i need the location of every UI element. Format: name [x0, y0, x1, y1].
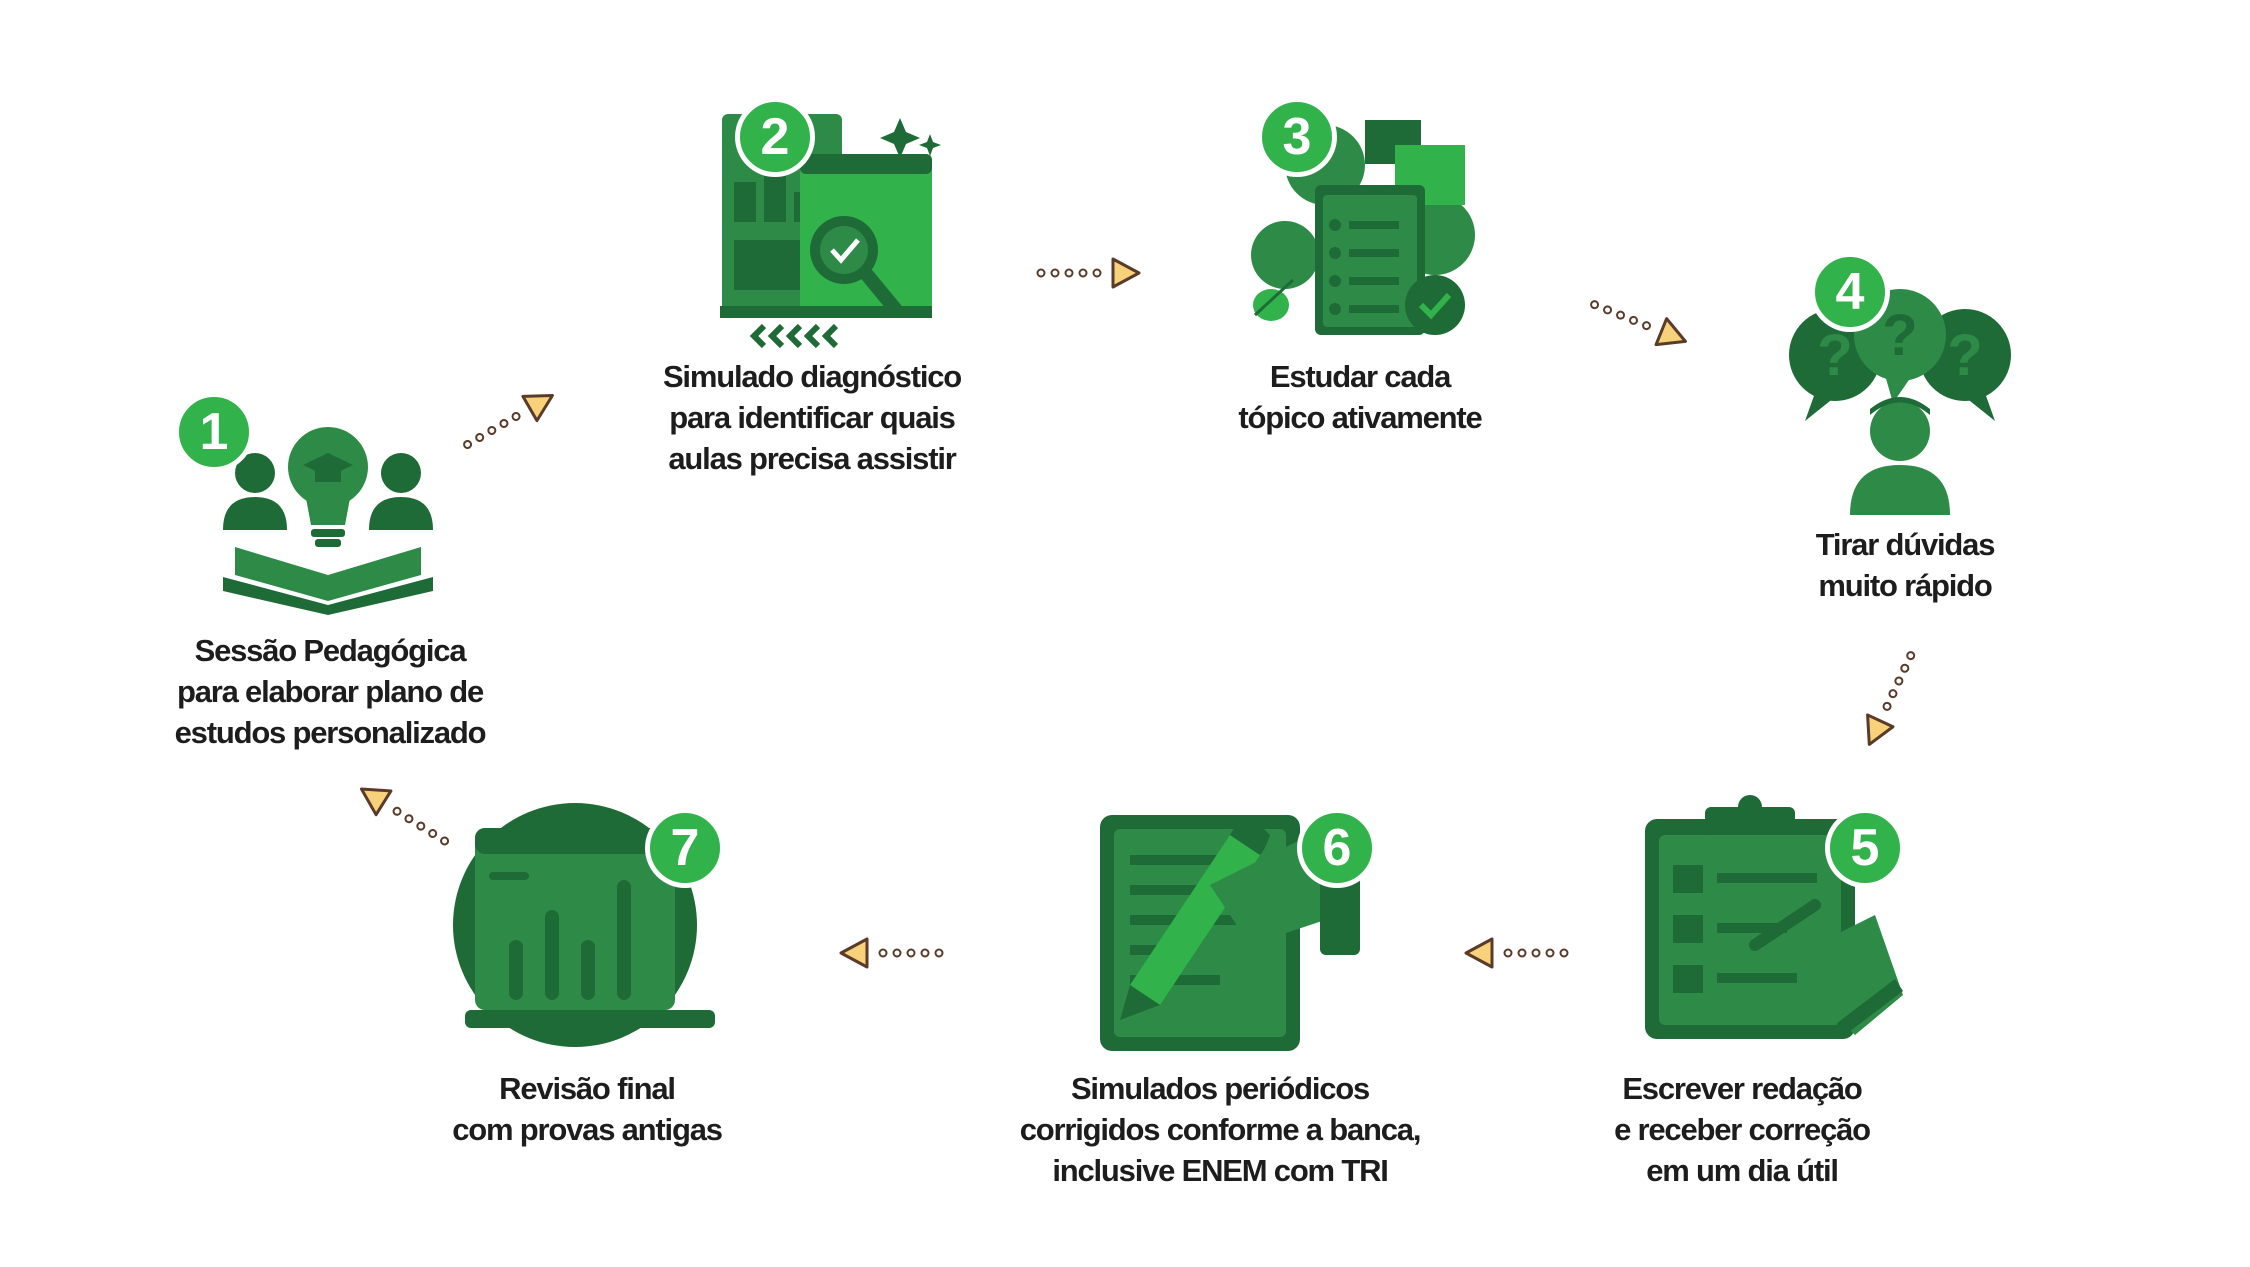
laptop-chart-icon [453, 800, 715, 1050]
study-checklist-icon [1245, 115, 1485, 340]
step-number-badge: 3 [1257, 97, 1337, 177]
arrow-6-to-7 [835, 928, 945, 978]
lightbulb-book-icon [215, 425, 445, 615]
arrow-5-to-6 [1460, 928, 1570, 978]
step-number-badge: 2 [735, 97, 815, 177]
step-number-badge: 7 [645, 808, 725, 888]
step-number-badge: 1 [174, 392, 254, 472]
arrow-4-to-5 [1844, 640, 1936, 761]
svg-text:?: ? [1882, 303, 1917, 368]
arrow-3-to-4 [1580, 279, 1701, 367]
clipboard-writing-icon [1645, 795, 1905, 1040]
step-number-badge: 5 [1825, 808, 1905, 888]
arrow-1-to-2 [450, 371, 570, 469]
arrow-7-to-1 [343, 765, 463, 866]
question-bubbles-icon: ? ? ? [1785, 285, 2015, 515]
step-number-badge: 4 [1810, 252, 1890, 332]
svg-text:?: ? [1947, 323, 1982, 388]
arrow-2-to-3 [1035, 248, 1145, 298]
diagnostic-dashboard-icon [720, 110, 950, 349]
step-number-badge: 6 [1297, 808, 1377, 888]
svg-text:?: ? [1817, 323, 1852, 388]
pen-document-icon [1100, 795, 1370, 1055]
